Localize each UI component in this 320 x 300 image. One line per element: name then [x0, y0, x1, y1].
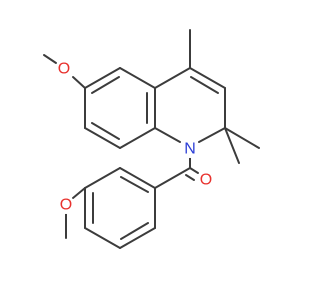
bond-c4a-c4: [154, 67, 191, 89]
molecule-structure: O N O O: [43, 29, 260, 249]
bond-phenyl-4: [84, 227, 121, 249]
bond-phenyl-1-inner: [120, 176, 149, 193]
atom-o-carbonyl: O: [200, 172, 212, 189]
bond-phenyl-5: [119, 227, 156, 249]
bond-c2-methyl-b: [224, 127, 240, 164]
bonds: [43, 29, 260, 249]
bond-benzo-1-inner: [91, 76, 120, 94]
bond-aryl-o-bottom: [72, 187, 86, 199]
bond-carbonyl-aryl: [154, 167, 191, 189]
bond-carbonyl-o: [189, 167, 199, 174]
bond-phenyl-1: [119, 167, 156, 189]
atom-o-bottom: O: [60, 197, 72, 214]
bond-benzo-5-inner: [91, 122, 120, 140]
bond-benzo-4: [119, 127, 156, 149]
bond-c4-c3: [189, 67, 226, 89]
atom-o-top: O: [58, 61, 70, 78]
bond-c2-methyl-a: [224, 127, 260, 149]
bond-phenyl-2: [84, 167, 121, 189]
bond-benzo-2: [119, 67, 156, 89]
bond-benzo-5: [84, 127, 121, 149]
bond-c4-c3-inner: [190, 76, 219, 94]
bond-methyl-o-top: [43, 54, 57, 64]
atom-n-ring: N: [184, 141, 196, 158]
bond-c2-n: [198, 127, 226, 143]
atom-labels: O N O O: [55, 60, 215, 214]
bond-phenyl-5-inner: [120, 222, 149, 240]
bond-carbonyl-o-inner: [185, 174, 195, 181]
bond-n-c8a: [154, 127, 181, 143]
bond-o-top-aryl: [72, 76, 86, 89]
bond-benzo-1: [84, 67, 121, 89]
